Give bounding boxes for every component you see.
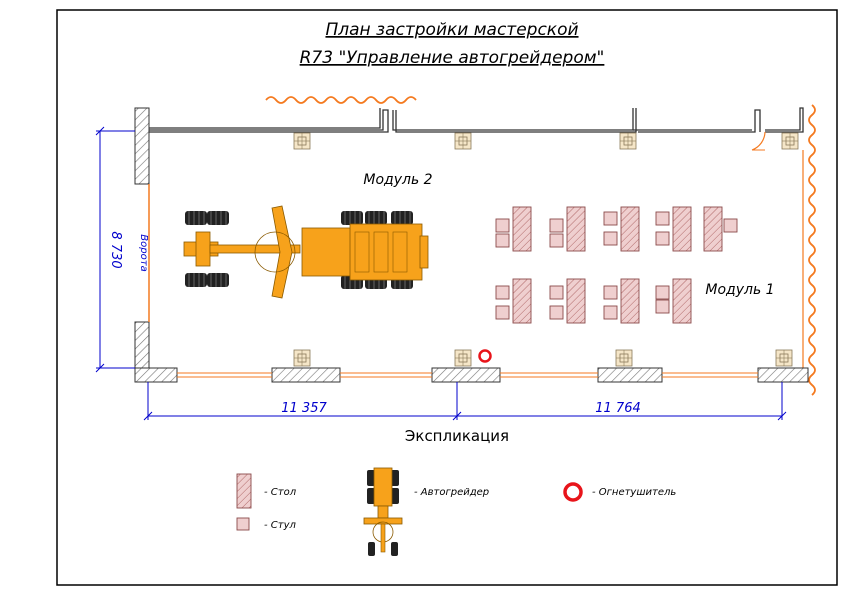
extinguisher-legend-label: - Огнетушитель <box>592 487 676 498</box>
table-legend-label: - Стол <box>264 487 297 498</box>
chair-legend-icon <box>236 517 250 531</box>
right-span-dimension: 11 764 <box>595 401 641 416</box>
title-line-2: R73 "Управление автогрейдером" <box>300 48 605 68</box>
door-swing <box>751 131 766 151</box>
grader-legend-icon <box>363 467 403 556</box>
right-wave-line <box>808 104 816 396</box>
chair-legend-label: - Стул <box>264 520 297 531</box>
table-legend-icon <box>236 473 252 509</box>
explication-heading: Экспликация <box>405 427 509 445</box>
bottom-wall <box>134 367 809 383</box>
left-wall-lower <box>134 321 150 371</box>
frame-border <box>56 9 838 586</box>
title-line-1: План застройки мастерской <box>325 20 578 40</box>
left-wall-upper <box>134 107 150 185</box>
extinguisher-legend-icon <box>563 482 583 502</box>
grader-legend-label: - Автогрейдер <box>414 487 489 498</box>
height-dimension: 8 730 <box>108 231 123 268</box>
furniture-group <box>495 206 738 324</box>
grader-icon <box>183 205 429 299</box>
fire-extinguisher-icon <box>478 349 492 363</box>
dimension-lines <box>95 126 787 421</box>
gate-label: Ворота <box>138 234 149 271</box>
top-wall <box>148 107 804 133</box>
left-span-dimension: 11 357 <box>281 401 327 416</box>
module-2-label: Модуль 2 <box>363 172 432 188</box>
top-wave-line <box>265 96 417 104</box>
module-1-label: Модуль 1 <box>705 282 774 298</box>
